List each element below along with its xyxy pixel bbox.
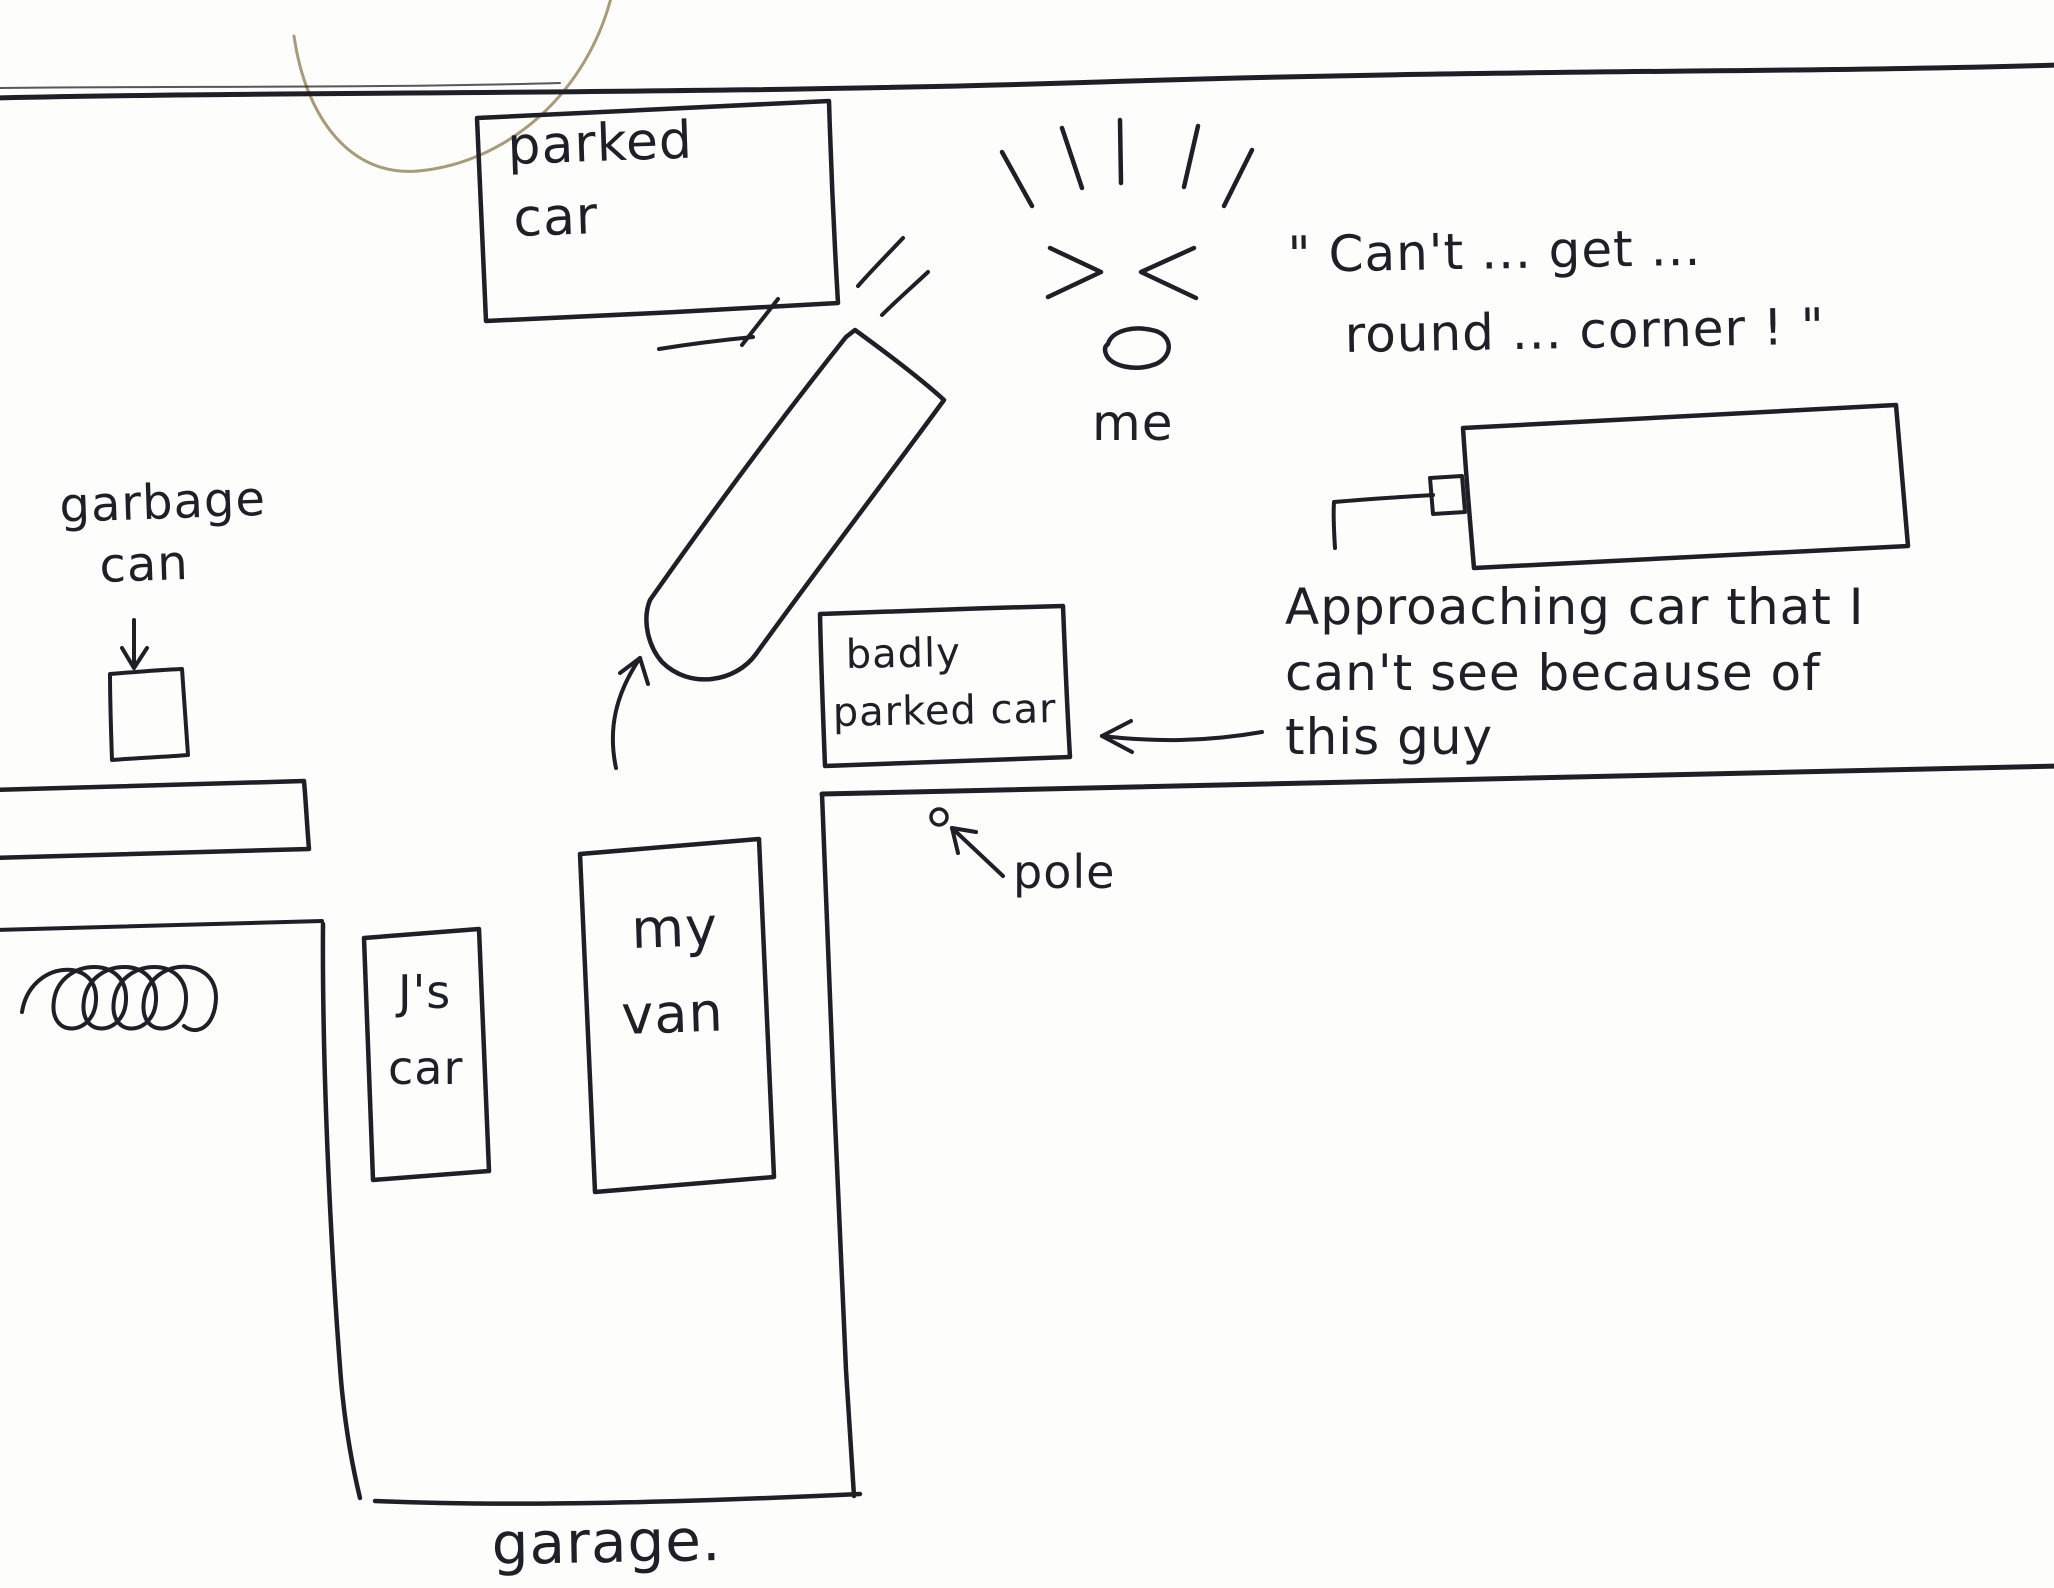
badly-parked-car-box: badly parked car bbox=[817, 603, 1073, 769]
my-van-label-line1: my bbox=[630, 895, 719, 961]
turning-car-shape bbox=[644, 327, 947, 682]
badly-parked-label-line2: parked car bbox=[832, 686, 1057, 736]
garbage-can-box bbox=[108, 667, 190, 762]
garage-bottom-edge bbox=[372, 1491, 863, 1506]
my-van-label-line2: van bbox=[620, 980, 724, 1047]
pole-marker: pole bbox=[929, 807, 1115, 899]
approaching-car-hook bbox=[1331, 493, 1435, 550]
speech-text: " Can't ... get ... round ... corner ! " bbox=[1287, 219, 1825, 364]
driveway: garage. bbox=[320, 791, 863, 1578]
impact-dashes bbox=[657, 236, 930, 351]
approaching-caption-line2: can't see because of bbox=[1285, 644, 1821, 702]
js-car-box: J's car bbox=[361, 926, 492, 1183]
angry-eyes bbox=[1045, 245, 1199, 301]
speech-line1: " Can't ... get ... bbox=[1287, 219, 1702, 284]
approaching-car-box bbox=[1331, 402, 1911, 571]
caption-arrow bbox=[1100, 719, 1264, 754]
garbage-can-label-line1: garbage bbox=[58, 471, 266, 534]
garage-label: garage. bbox=[491, 1506, 722, 1578]
approaching-caption: Approaching car that I can't see because… bbox=[1285, 578, 1865, 766]
garbage-can-arrow bbox=[120, 618, 149, 670]
approaching-caption-line1: Approaching car that I bbox=[1285, 578, 1865, 636]
parked-car-box: parked car bbox=[474, 98, 841, 324]
garbage-can-label-line2: can bbox=[98, 535, 189, 594]
approaching-car-hitch bbox=[1428, 474, 1467, 516]
me-label: me bbox=[1092, 394, 1173, 452]
pole-dot bbox=[929, 807, 949, 827]
hedge bbox=[0, 919, 324, 1032]
driveway-right-edge bbox=[819, 791, 857, 1499]
open-mouth bbox=[1102, 326, 1171, 370]
van-direction-arrow bbox=[610, 656, 650, 770]
sunburst-rays bbox=[999, 117, 1255, 209]
speech-line2: round ... corner ! " bbox=[1344, 298, 1825, 364]
paper-arc-mark bbox=[292, 0, 612, 173]
garbage-can: garbage can bbox=[58, 471, 267, 762]
my-van-box: my van bbox=[577, 836, 777, 1195]
cross-street-line bbox=[819, 763, 2054, 797]
left-curb-box bbox=[0, 778, 312, 861]
badly-parked-label-line1: badly bbox=[845, 630, 961, 678]
parked-car-label-line2: car bbox=[512, 186, 599, 249]
bush-spiral bbox=[20, 964, 218, 1032]
approaching-caption-line3: this guy bbox=[1285, 708, 1493, 766]
js-car-label-line1: J's bbox=[395, 965, 451, 1019]
top-street-line bbox=[0, 62, 2054, 101]
angry-face: me bbox=[999, 117, 1255, 452]
driveway-left-edge bbox=[320, 921, 363, 1501]
pole-label: pole bbox=[1013, 845, 1115, 899]
parked-car-label-line1: parked bbox=[506, 111, 693, 177]
js-car-label-line2: car bbox=[388, 1041, 463, 1095]
